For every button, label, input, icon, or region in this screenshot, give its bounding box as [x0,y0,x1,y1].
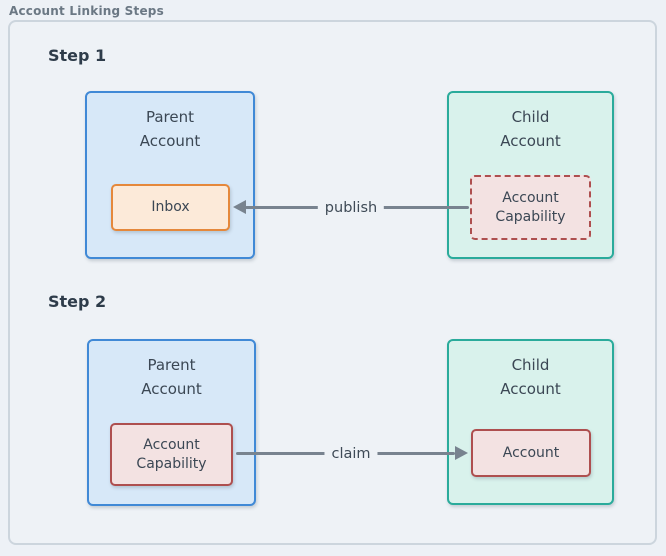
step1-parent-account-node: Parent Account [85,91,255,259]
publish-edge-label: publish [317,200,385,216]
step1-child-account-title: Child Account [500,108,561,150]
step2-account-node: Account [471,429,591,477]
step1-parent-account-title: Parent Account [139,108,201,150]
arrowhead-right-icon [455,446,468,460]
diagram-title: Account Linking Steps [9,4,164,18]
step1-inbox-label: Inbox [151,199,190,215]
step1-inbox-node: Inbox [111,184,230,231]
step1-account-capability-node: Account Capability [470,175,591,240]
claim-edge-label: claim [324,446,378,462]
step2-parent-account-title: Parent Account [141,356,202,398]
step2-account-capability-label: Account Capability [136,436,207,472]
step-1-heading: Step 1 [48,46,107,65]
step-2-heading: Step 2 [48,292,107,311]
step1-account-capability-label: Account Capability [495,189,566,225]
step2-account-capability-node: Account Capability [110,423,233,486]
step2-child-account-node: Child Account [447,339,614,505]
step2-account-label: Account [502,444,560,461]
step2-child-account-title: Child Account [500,356,561,398]
arrowhead-left-icon [233,200,246,214]
